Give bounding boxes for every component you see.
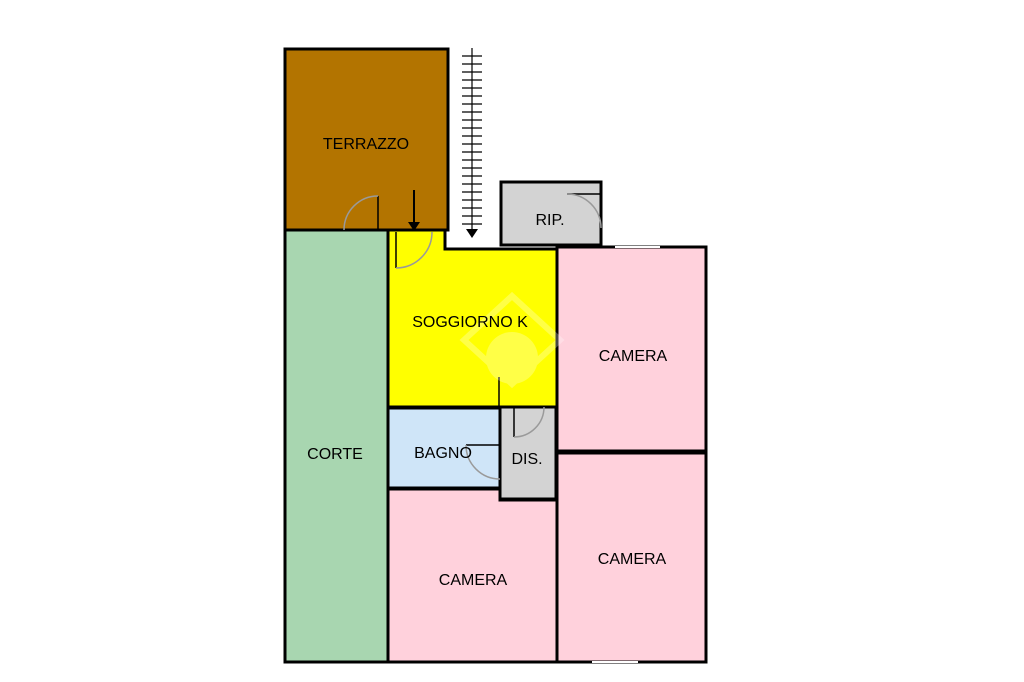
room-dis: [498, 405, 558, 501]
label-camera-right-bottom: CAMERA: [598, 551, 667, 568]
door-dis: [513, 406, 545, 438]
room-camera-right-bottom: [555, 451, 708, 664]
room-rip: [499, 180, 603, 247]
label-soggiorno: SOGGIORNO K: [412, 314, 528, 331]
label-terrazzo: TERRAZZO: [323, 136, 409, 153]
room-terrazzo: [283, 47, 450, 232]
door-terrazzo: [343, 195, 379, 231]
staircase-icon: [462, 48, 482, 238]
entry-arrow-icon: [408, 190, 420, 231]
label-corte: CORTE: [307, 446, 363, 463]
door-bagno: [465, 444, 501, 480]
door-rip: [566, 193, 602, 229]
room-camera-bottom-left: [386, 487, 559, 664]
door-soggiorno: [395, 231, 433, 269]
room-camera-right-top: [555, 245, 708, 453]
watermark-logo: [459, 291, 565, 389]
label-bagno: BAGNO: [414, 445, 472, 462]
label-dis: DIS.: [511, 451, 542, 468]
room-corte: [283, 228, 390, 664]
label-camera-bottom-left: CAMERA: [439, 572, 508, 589]
label-rip: RIP.: [535, 212, 564, 229]
label-camera-right-top: CAMERA: [599, 348, 668, 365]
